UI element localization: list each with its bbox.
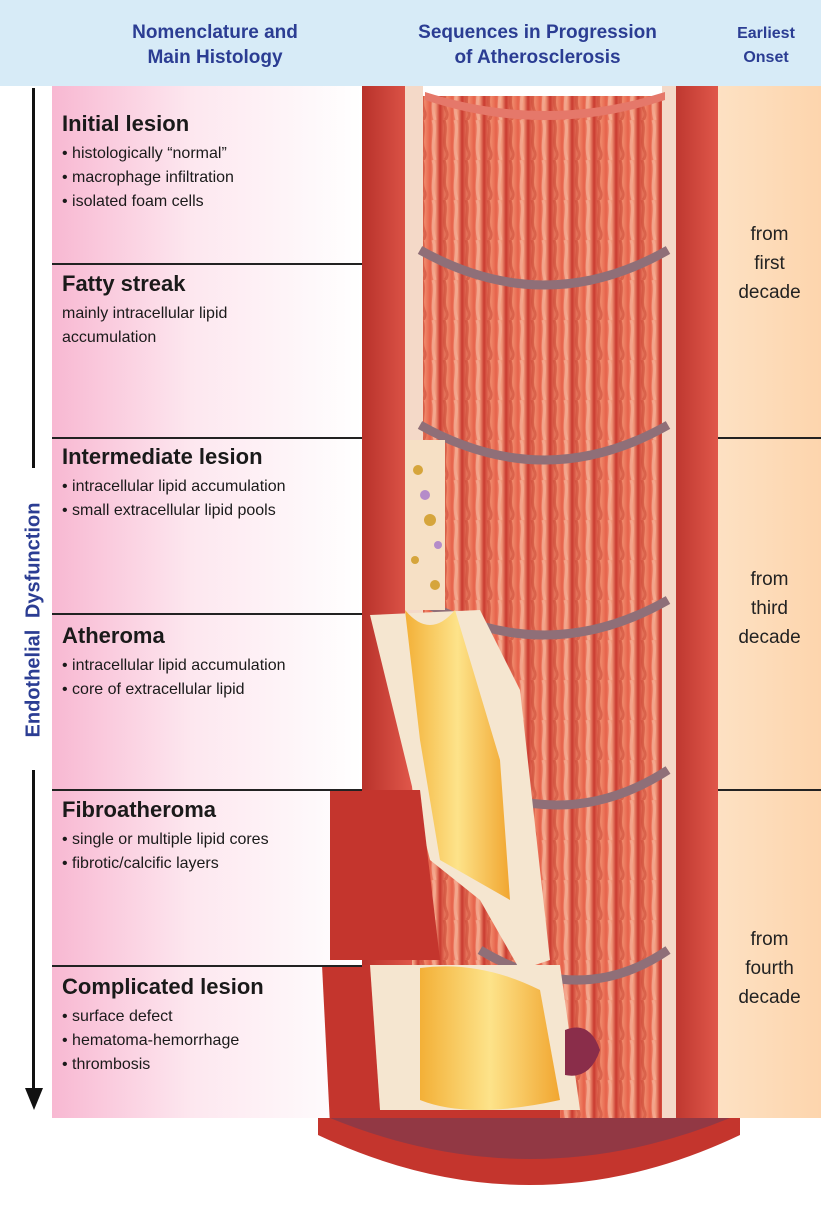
- stage-item: • thrombosis: [62, 1053, 362, 1077]
- stage-complicated-lesion: Complicated lesion • surface defect • he…: [62, 973, 362, 1077]
- onset-divider: [718, 437, 821, 439]
- stage-item: • intracellular lipid accumulation: [62, 654, 362, 678]
- onset-line: fourth: [718, 954, 821, 983]
- onset-line: first: [718, 249, 821, 278]
- stage-item: mainly intracellular lipid: [62, 302, 362, 326]
- stage-atheroma: Atheroma • intracellular lipid accumulat…: [62, 622, 362, 702]
- stage-divider: [52, 437, 362, 439]
- stage-fibroatheroma: Fibroatheroma • single or multiple lipid…: [62, 796, 362, 876]
- stage-item: • surface defect: [62, 1005, 362, 1029]
- onset-line: from: [718, 565, 821, 594]
- stage-title: Atheroma: [62, 622, 362, 650]
- stage-title: Complicated lesion: [62, 973, 362, 1001]
- timeline-arrow-lower: [32, 770, 35, 1090]
- onset-line: third: [718, 594, 821, 623]
- stage-item: • histologically “normal”: [62, 142, 362, 166]
- stage-item: • core of extracellular lipid: [62, 678, 362, 702]
- side-label-endothelial-dysfunction: Endothelial Dysfunction: [23, 503, 46, 738]
- onset-line: decade: [718, 278, 821, 307]
- onset-line: decade: [718, 623, 821, 652]
- stage-item: • small extracellular lipid pools: [62, 499, 362, 523]
- stage-item: • macrophage infiltration: [62, 166, 362, 190]
- stage-divider: [52, 965, 362, 967]
- stage-divider: [52, 789, 362, 791]
- stage-item: accumulation: [62, 326, 362, 350]
- onset-line: decade: [718, 983, 821, 1012]
- stage-initial-lesion: Initial lesion • histologically “normal”…: [62, 110, 362, 214]
- stage-title: Fibroatheroma: [62, 796, 362, 824]
- stage-title: Initial lesion: [62, 110, 362, 138]
- stage-item: • intracellular lipid accumulation: [62, 475, 362, 499]
- stage-item: • isolated foam cells: [62, 190, 362, 214]
- stage-divider: [52, 613, 362, 615]
- stage-divider: [52, 263, 362, 265]
- stage-fatty-streak: Fatty streak mainly intracellular lipid …: [62, 270, 362, 350]
- onset-line: from: [718, 220, 821, 249]
- arrow-down-icon: [25, 1088, 43, 1110]
- onset-fourth-decade: from fourth decade: [718, 925, 821, 1012]
- onset-line: from: [718, 925, 821, 954]
- stage-title: Intermediate lesion: [62, 443, 362, 471]
- stage-intermediate-lesion: Intermediate lesion • intracellular lipi…: [62, 443, 362, 523]
- stage-item: • single or multiple lipid cores: [62, 828, 362, 852]
- stage-item: • fibrotic/calcific layers: [62, 852, 362, 876]
- onset-divider: [718, 789, 821, 791]
- onset-third-decade: from third decade: [718, 565, 821, 652]
- stage-title: Fatty streak: [62, 270, 362, 298]
- timeline-arrow-upper: [32, 88, 35, 468]
- onset-first-decade: from first decade: [718, 220, 821, 307]
- stage-item: • hematoma-hemorrhage: [62, 1029, 362, 1053]
